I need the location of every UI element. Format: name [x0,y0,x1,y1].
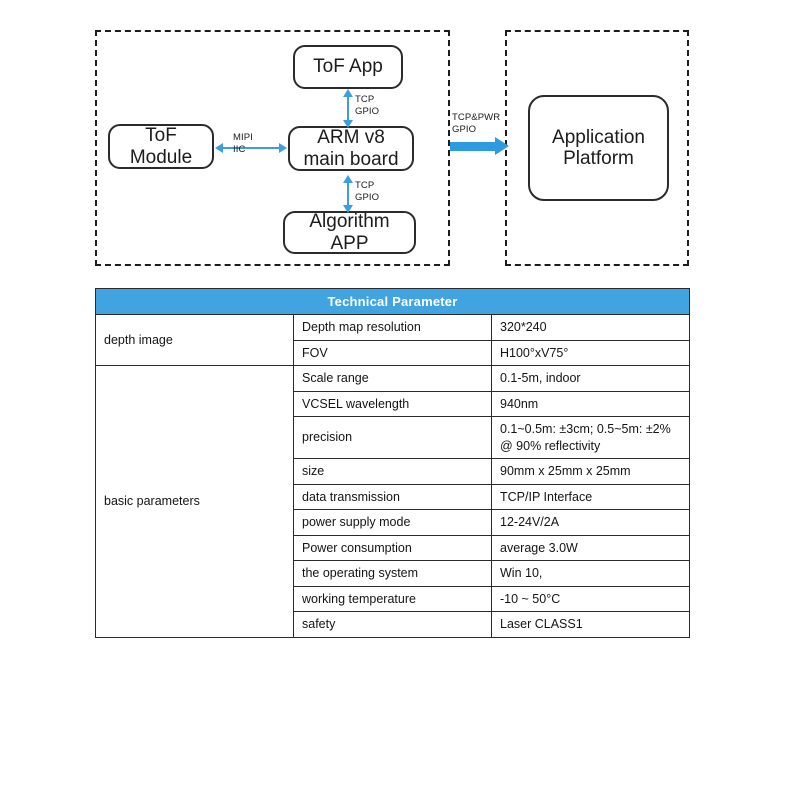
table-cell-value: Laser CLASS1 [491,611,690,638]
arrow-label-tcp-gpio-app: TCP GPIO [355,94,380,117]
table-cell-group: depth image [95,314,294,367]
arrow-label-mipi-iic: MIPI IIC [233,132,253,155]
table-header-row: Technical Parameter [95,287,690,316]
arrow-label-tcp-pwr-gpio: TCP&PWR GPIO [452,112,501,135]
table-cell-value: -10 ~ 50°C [491,585,690,613]
double-arrow-icon-arm-to-algorithm [343,175,353,213]
table-cell-parameter: Depth map resolution [293,314,492,341]
table-cell-parameter: precision [293,416,492,460]
node-arm-main-board: ARM v8 main board [288,126,414,171]
table-cell-parameter: Scale range [293,365,492,392]
double-arrow-icon-module-to-arm [215,143,287,153]
table-cell-value: 940nm [491,390,690,418]
node-algorithm-app: Algorithm APP [283,211,416,254]
node-algorithm-label-line1: Algorithm [309,211,390,233]
node-arm-label-line2: main board [303,148,399,170]
table-cell-parameter: data transmission [293,483,492,511]
node-tof-module-label-line1: ToF [145,125,177,147]
architecture-diagram: ToF App ToF Module ARM v8 main board Alg… [0,0,800,282]
table-cell-parameter: power supply mode [293,509,492,536]
node-application-platform: Application Platform [528,95,669,201]
table-cell-value: 90mm x 25mm x 25mm [491,458,690,485]
node-tof-app: ToF App [293,45,403,89]
table-cell-parameter: the operating system [293,560,492,587]
node-tof-module-label-line2: Module [129,146,193,168]
table-cell-parameter: size [293,458,492,485]
table-cell-parameter: FOV [293,339,492,367]
table-cell-value: TCP/IP Interface [491,483,690,511]
node-application-platform-label-line1: Application [552,126,645,148]
table-row: working temperature-10 ~ 50°C [96,585,690,613]
table-cell-parameter: working temperature [293,585,492,613]
double-arrow-icon-tof-app-to-arm [343,89,353,128]
node-arm-label-line1: ARM v8 [317,127,385,149]
table-cell-value: 0.1-5m, indoor [491,365,690,392]
table-cell-group: basic parameters [95,365,294,638]
table-cell-value: 0.1~0.5m: ±3cm; 0.5~5m: ±2% @ 90% reflec… [491,416,690,460]
device-boundary-group [95,30,450,266]
table-cell-parameter: safety [293,611,492,638]
node-application-platform-label-line2: Platform [563,148,634,169]
table-cell-value: average 3.0W [491,534,690,562]
table-cell-value: Win 10, [491,560,690,587]
table-cell-value: 12-24V/2A [491,509,690,536]
table-cell-value: 320*240 [491,314,690,341]
table-cell-parameter: VCSEL wavelength [293,390,492,418]
table-title: Technical Parameter [95,287,690,316]
arrow-label-tcp-gpio-algo: TCP GPIO [355,180,380,203]
table-cell-parameter: Power consumption [293,534,492,562]
arrow-icon-board-to-platform [450,137,509,155]
table-cell-value: H100°xV75° [491,339,690,367]
node-algorithm-label-line2: APP [330,232,369,254]
node-tof-app-label: ToF App [313,56,383,78]
node-tof-module: ToF Module [108,124,214,169]
